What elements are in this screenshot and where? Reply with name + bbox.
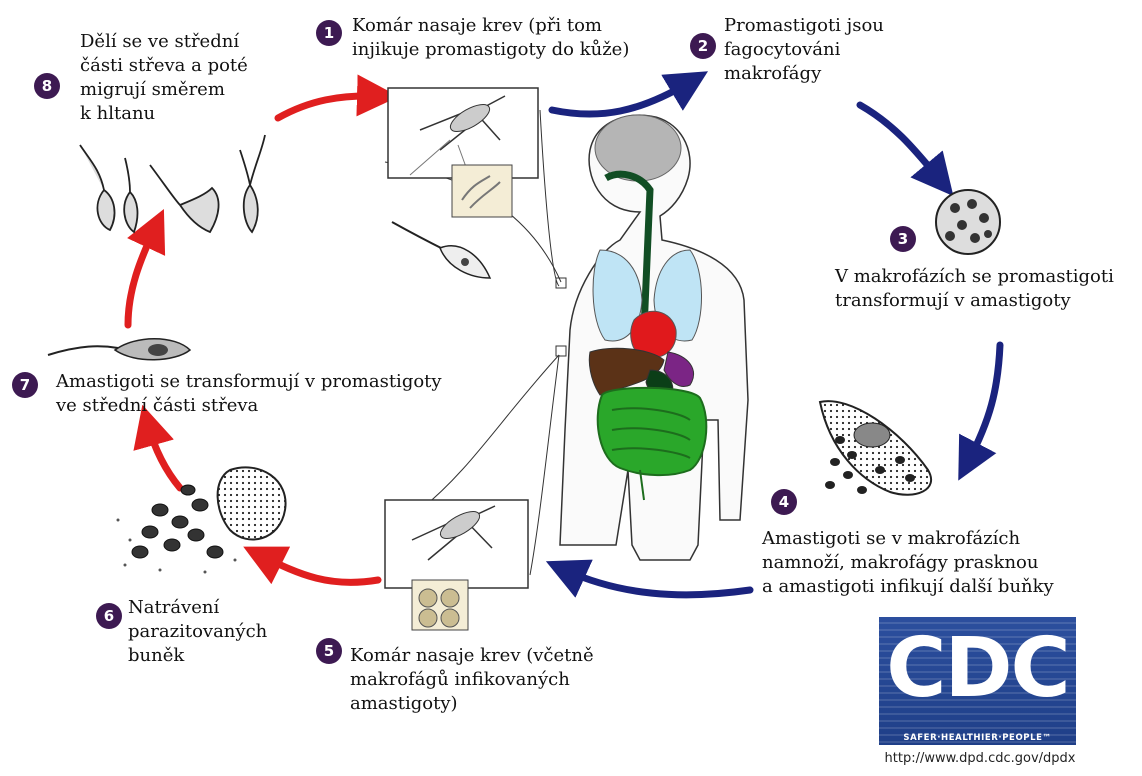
cdc-logo: CDC SAFER·HEALTHIER·PEOPLE™: [879, 617, 1076, 745]
arrow-2-to-3: [860, 105, 940, 180]
step-6-label: Natrávení parazitovaných buněk: [128, 596, 267, 668]
arrow-5-to-6: [262, 556, 378, 582]
arrow-3-to-4: [968, 345, 1000, 462]
step-3-label: V makrofázích se promastigoti transformu…: [835, 265, 1114, 313]
cdc-logo-letters: CDC: [879, 619, 1076, 719]
arrow-4-to-5: [565, 570, 750, 595]
step-2-label: Promastigoti jsou fagocytováni makrofágy: [724, 14, 884, 86]
step-5-label: Komár nasaje krev (včetně makrofágů infi…: [350, 644, 594, 716]
arrow-7-to-8: [128, 228, 155, 325]
step-2-badge: 2: [690, 33, 716, 59]
elongated-promastigote: [48, 339, 190, 360]
ruptured-macrophage: [820, 401, 931, 495]
step-3-badge: 3: [890, 226, 916, 252]
step-4-badge: 4: [771, 489, 797, 515]
promastigote-injected: [392, 222, 490, 278]
sandfly-bite-panel-top: [388, 88, 538, 217]
step-1-label: Komár nasaje krev (při tom injikuje prom…: [352, 14, 629, 62]
arrow-8-to-1: [278, 96, 378, 118]
macrophage-with-amastigotes: [936, 190, 1000, 254]
step-6-badge: 6: [96, 603, 122, 629]
step-7-label: Amastigoti se transformují v promastigot…: [56, 370, 442, 418]
arrow-1-to-2: [552, 82, 690, 114]
cdc-logo-tagline: SAFER·HEALTHIER·PEOPLE™: [879, 733, 1076, 743]
step-1-badge: 1: [316, 20, 342, 46]
step-7-badge: 7: [12, 372, 38, 398]
dividing-promastigotes: [80, 135, 265, 232]
sandfly-bite-panel-bottom: [385, 500, 528, 630]
step-8-badge: 8: [34, 73, 60, 99]
step-5-badge: 5: [316, 638, 342, 664]
step-4-label: Amastigoti se v makrofázích namnoží, mak…: [762, 527, 1054, 599]
cdc-url: http://www.dpd.cdc.gov/dpdx: [850, 751, 1110, 766]
arrow-6-to-7: [148, 425, 180, 488]
step-8-label: Dělí se ve střední části střeva a poté m…: [80, 30, 248, 126]
